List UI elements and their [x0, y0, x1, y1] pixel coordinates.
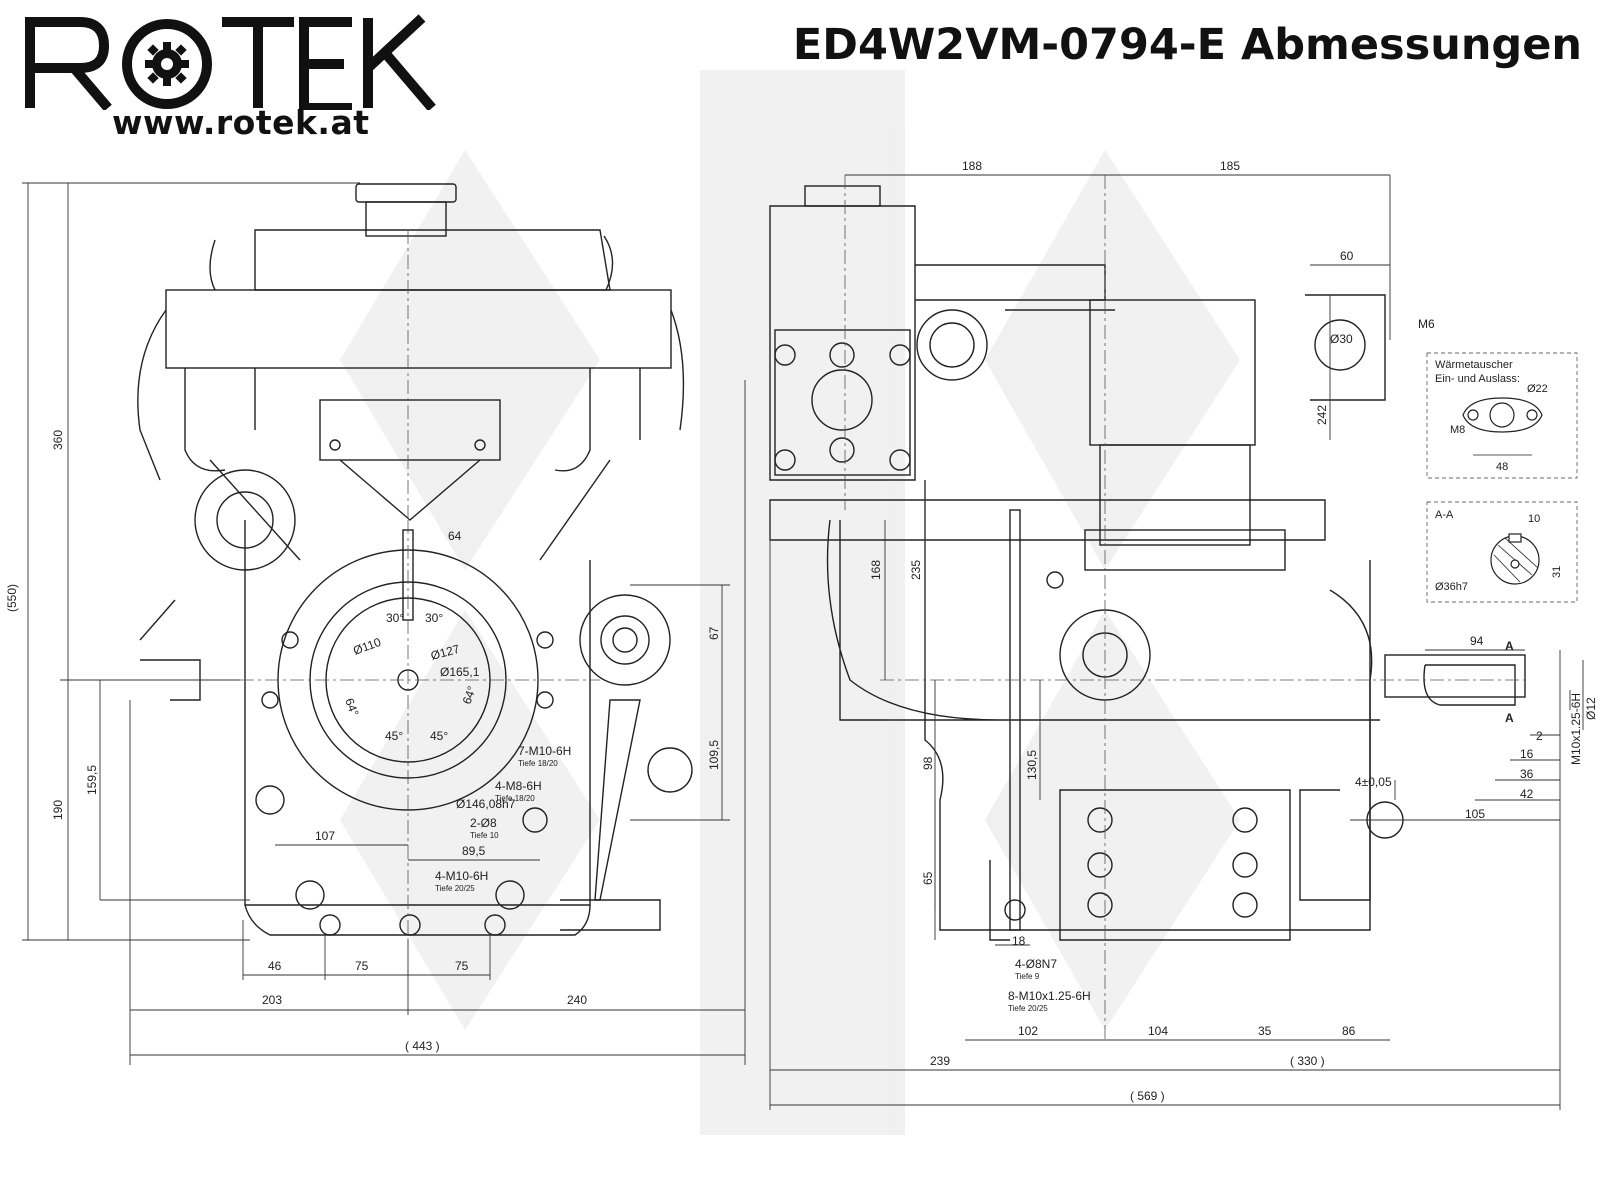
section-aa-31: 31 [1551, 566, 1563, 578]
dim-569: ( 569 ) [1130, 1089, 1165, 1103]
label-dia146: Ø146,08h7 [456, 797, 516, 811]
side-dimension-texts: 188 185 60 242 M6 Ø30 168 235 98 130,5 6… [869, 159, 1598, 1103]
dim-m10x1-25: M10x1.25-6H [1569, 693, 1583, 765]
label-8-m10-depth: Tiefe 20/25 [1008, 1004, 1048, 1013]
heat-exchanger-box: Wärmetauscher Ein- und Auslass: M8 Ø22 4… [1426, 352, 1578, 479]
dim-dia12: Ø12 [1584, 697, 1598, 720]
dim-242: 242 [1315, 405, 1329, 425]
dim-4-005: 4±0,05 [1355, 775, 1392, 789]
label-45-left: 45° [385, 729, 403, 743]
dim-168: 168 [869, 560, 883, 580]
dim-443: ( 443 ) [405, 1039, 440, 1053]
dim-65: 65 [921, 871, 935, 885]
heat-exchanger-dia22: Ø22 [1527, 383, 1548, 395]
label-45-right: 45° [430, 729, 448, 743]
dim-2: 2 [1536, 729, 1543, 743]
label-64-right: 64° [460, 684, 479, 706]
dim-67: 67 [707, 626, 721, 640]
dim-203: 203 [262, 993, 282, 1007]
dim-94: 94 [1470, 634, 1484, 648]
dim-159-5: 159,5 [85, 765, 99, 795]
dim-107: 107 [315, 829, 335, 843]
section-mark-a-top: A [1505, 639, 1514, 653]
dim-75-left: 75 [355, 959, 369, 973]
dim-60: 60 [1340, 249, 1354, 263]
front-dimension-texts: (550) 360 190 159,5 67 109,5 107 89,5 46… [5, 430, 721, 1053]
heat-exchanger-title: Wärmetauscher [1435, 359, 1513, 371]
label-dia165: Ø165,1 [440, 665, 480, 679]
section-aa-box: A-A 10 31 Ø36h7 [1426, 501, 1578, 603]
dim-36: 36 [1520, 767, 1534, 781]
rotek-logo [25, 14, 436, 110]
label-64-left: 64° [342, 696, 361, 718]
dim-89-5: 89,5 [462, 844, 486, 858]
label-4-m10: 4-M10-6H [435, 869, 488, 883]
label-30-left: 30° [386, 611, 404, 625]
dim-64: 64 [448, 529, 462, 543]
dim-75-right: 75 [455, 959, 469, 973]
dim-190: 190 [51, 800, 65, 820]
dim-360: 360 [51, 430, 65, 450]
label-4-m8: 4-M8-6H [495, 779, 542, 793]
label-4-m8-depth: Tiefe 18/20 [495, 794, 535, 803]
heat-exchanger-48: 48 [1496, 461, 1508, 473]
dim-240: 240 [567, 993, 587, 1007]
dim-330: ( 330 ) [1290, 1054, 1325, 1068]
dim-102: 102 [1018, 1024, 1038, 1038]
label-dia110: Ø110 [351, 635, 383, 658]
dim-235: 235 [909, 560, 923, 580]
dim-m6: M6 [1418, 317, 1435, 331]
label-2-dia8-depth: Tiefe 10 [470, 831, 499, 840]
dim-total-height: (550) [5, 584, 19, 612]
front-view-engine [137, 183, 693, 936]
dim-105: 105 [1465, 807, 1485, 821]
dim-35: 35 [1258, 1024, 1272, 1038]
section-mark-a-bottom: A [1505, 711, 1514, 725]
dim-98: 98 [921, 756, 935, 770]
label-7-m10-depth: Tiefe 18/20 [518, 759, 558, 768]
label-4-dia8n7-depth: Tiefe 9 [1015, 972, 1040, 981]
heat-exchanger-subtitle: Ein- und Auslass: [1435, 373, 1520, 385]
dim-104: 104 [1148, 1024, 1168, 1038]
dim-109-5: 109,5 [707, 740, 721, 770]
label-2-dia8: 2-Ø8 [470, 816, 497, 830]
section-aa-title: A-A [1435, 509, 1454, 521]
front-dimension-lines [22, 182, 746, 1065]
website-url: www.rotek.at [112, 103, 370, 142]
side-view-engine [769, 185, 1526, 941]
label-4-m10-depth: Tiefe 20/25 [435, 884, 475, 893]
section-aa-10: 10 [1528, 513, 1540, 525]
dim-46: 46 [268, 959, 282, 973]
dim-dia30: Ø30 [1330, 332, 1353, 346]
drawing-title: ED4W2VM-0794-E Abmessungen [792, 20, 1582, 70]
heat-exchanger-m8: M8 [1450, 424, 1465, 436]
dim-188: 188 [962, 159, 982, 173]
section-aa-dia36: Ø36h7 [1435, 581, 1468, 593]
watermark-gear [340, 70, 1240, 1135]
label-4-dia8n7: 4-Ø8N7 [1015, 957, 1057, 971]
label-30-right: 30° [425, 611, 443, 625]
dim-16: 16 [1520, 747, 1534, 761]
side-dimension-lines [769, 174, 1584, 1110]
dim-239: 239 [930, 1054, 950, 1068]
front-center-lines [240, 230, 600, 940]
label-7-m10: 7-M10-6H [518, 744, 571, 758]
side-center-lines [844, 175, 1530, 1040]
label-8-m10: 8-M10x1.25-6H [1008, 989, 1091, 1003]
dim-18: 18 [1012, 934, 1026, 948]
dim-185: 185 [1220, 159, 1240, 173]
dim-42: 42 [1520, 787, 1534, 801]
dim-130-5: 130,5 [1025, 750, 1039, 780]
dim-86: 86 [1342, 1024, 1356, 1038]
